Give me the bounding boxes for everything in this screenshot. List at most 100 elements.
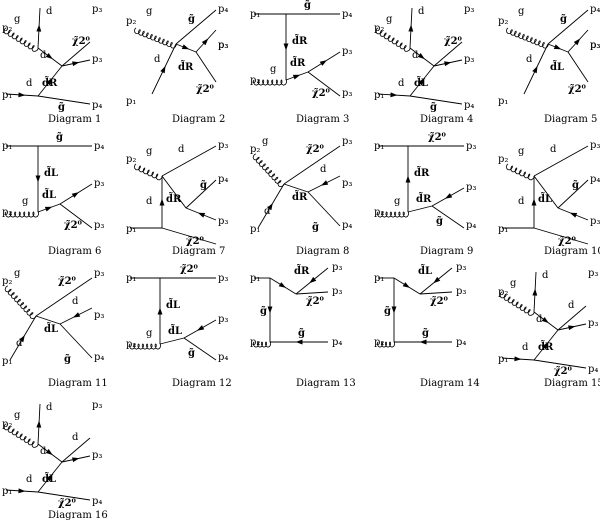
propagator [557,305,587,331]
particle-label-d: d [154,54,161,65]
particle-label-gluino: g̃ [430,102,437,113]
arrow-mark [19,334,25,343]
particle-label-gluino: g̃ [560,14,567,25]
propagator [307,71,341,97]
particle-label-d: d [526,54,533,65]
momentum-label-p2: p₂ [498,287,508,298]
diagram-caption: Diagram 2 [172,114,225,125]
propagator [195,51,217,83]
momentum-label-p3: p₃ [588,318,598,329]
particle-label-g: g [518,6,525,17]
propagator [431,205,465,229]
particle-label-d: d [550,144,557,155]
gluon-line [3,423,39,448]
momentum-label-p2: p₂ [374,337,384,348]
arrow-mark [45,474,53,482]
arrow-mark [309,276,317,284]
diagram-caption: Diagram 9 [420,246,473,257]
particle-label-chi: χ̃2⁰ [430,296,449,307]
arrow-mark [44,206,53,212]
arrow-mark [181,44,190,50]
momentum-label-p2: p₂ [250,337,260,348]
momentum-label-p3: p₃ [464,4,474,15]
momentum-label-p2: p₂ [126,339,136,350]
propagator [37,95,91,105]
particle-label-sdL: d̃L [166,298,180,311]
particle-label-sdL: d̃L [414,76,428,89]
particle-label-gluino: g̃ [304,0,311,11]
momentum-label-p4: p₄ [92,496,102,507]
gluon-line [506,163,535,181]
momentum-label-p2: p₂ [374,207,384,218]
gluon-line [253,341,271,348]
momentum-label-p3: p₃ [92,450,102,461]
diagram-caption: Diagram 12 [172,378,232,389]
arrow-mark [390,92,398,98]
arrow-mark [72,457,80,463]
propagator [547,9,589,45]
momentum-label-p1: p₁ [126,273,136,284]
particle-label-chi: χ̃2⁰ [64,220,83,231]
arrow-mark [402,282,410,288]
particle-label-d: d [568,300,575,311]
propagator [61,41,91,67]
arrow-mark [433,276,441,284]
momentum-label-p2: p₂ [126,154,136,165]
propagator [567,51,589,83]
momentum-label-p1: p₁ [498,96,508,107]
arrow-mark [160,65,166,74]
propagator [307,191,341,227]
particle-label-d: d [146,196,153,207]
arrow-mark [71,192,79,198]
particle-label-chi: χ̃2⁰ [428,132,447,143]
arrow-mark [35,175,41,183]
propagator [185,179,217,209]
momentum-label-p1: p₁ [2,356,12,367]
momentum-label-p3: p₃ [466,182,476,193]
particle-label-g: g [146,146,153,157]
propagator [557,179,589,209]
particle-label-gluino: g̃ [436,216,443,227]
arrow-mark [532,288,538,296]
particle-label-sdR: d̃R [538,340,554,353]
momentum-label-p1: p₁ [2,486,12,497]
momentum-label-p4: p₄ [92,100,102,111]
momentum-label-p1: p₁ [126,96,136,107]
arrow-mark [417,52,425,60]
propagator [61,437,91,463]
arrow-mark [72,61,80,67]
gluon-line [4,285,37,320]
gluon-line [134,27,177,49]
arrow-mark [196,325,205,331]
momentum-label-p3: p₃ [218,216,228,227]
particle-label-g: g [14,14,21,25]
momentum-label-p1: p₁ [126,224,136,235]
momentum-label-p3: p₃ [590,40,600,51]
momentum-label-p4: p₄ [218,352,228,363]
propagator [419,291,453,295]
propagator [409,95,463,105]
momentum-label-p4: p₄ [342,220,352,231]
momentum-label-p1: p₁ [2,90,12,101]
momentum-label-p3: p₃ [466,141,476,152]
particle-label-sdL: d̃L [550,60,564,73]
momentum-label-p1: p₁ [250,224,260,235]
momentum-label-p3: p₃ [218,314,228,325]
momentum-label-p4: p₄ [342,9,352,20]
propagator [533,145,589,177]
particle-label-gluino: g̃ [298,328,305,339]
particle-label-d: d [46,6,53,17]
particle-label-sdR: d̃R [290,56,306,69]
gluon-line [252,153,285,188]
momentum-label-p3: p₃ [94,220,104,231]
particle-label-sdL: d̃L [44,166,58,179]
